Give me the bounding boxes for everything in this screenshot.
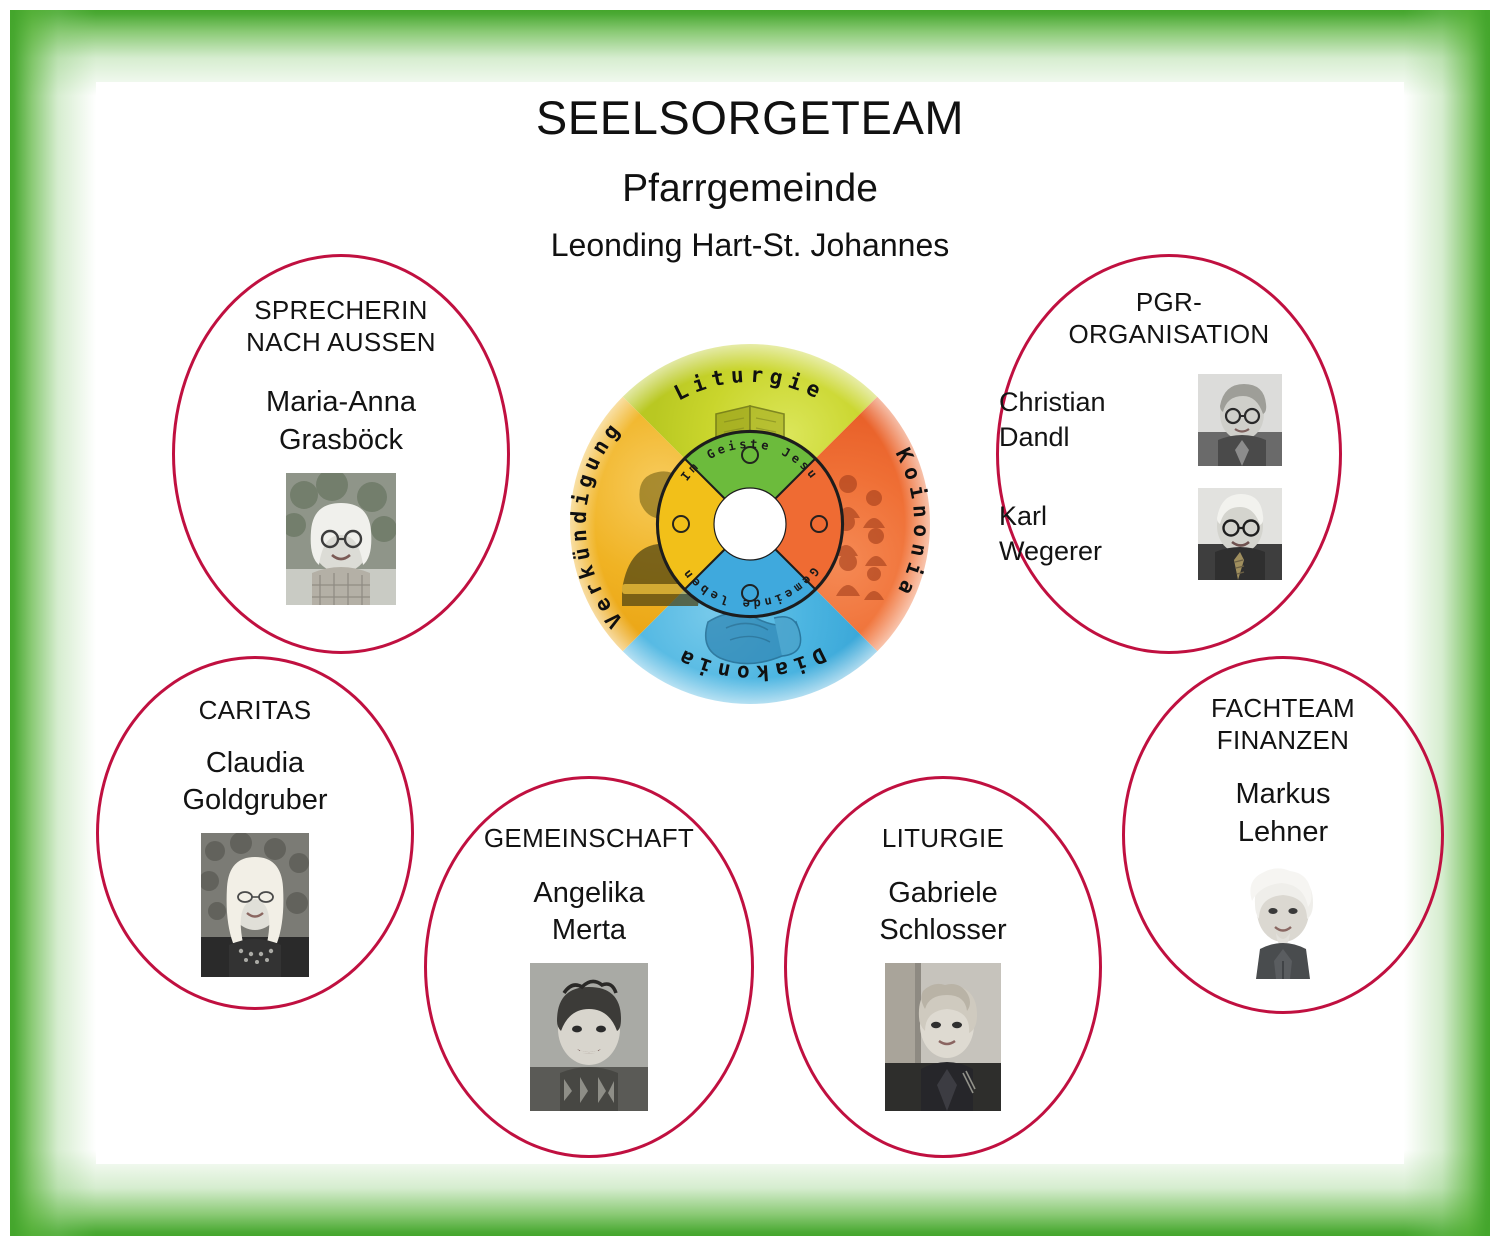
page-title: SEELSORGETEAM xyxy=(535,91,965,144)
person-entry-christian-dandl: Christian Dandl xyxy=(999,374,1339,467)
bubble-gemeinschaft[interactable]: GEMEINSCHAFT Angelika Merta xyxy=(424,776,754,1158)
portrait-gabriele-schlosser xyxy=(885,962,1001,1111)
puzzle-ring xyxy=(657,431,843,617)
portrait-maria-anna-grasboeck xyxy=(286,472,396,605)
parish-mission-wheel: Liturgie Koinonia Diakonia Verkündigung … xyxy=(548,322,952,726)
person-name: Christian Dandl xyxy=(999,387,1106,453)
puzzle-piece-left xyxy=(657,457,752,591)
portrait-karl-wegerer xyxy=(1198,488,1282,581)
subtitle-parish: Pfarrgemeinde xyxy=(622,166,878,210)
role-label: PGR- ORGANISATION xyxy=(1068,287,1270,349)
poster-heading-block: SEELSORGETEAM Pfarrgemeinde Leonding Har… xyxy=(0,91,1500,264)
role-label: CARITAS xyxy=(198,695,312,725)
person-name: Angelika Merta xyxy=(533,876,645,946)
role-label: SPRECHERIN NACH AUSSEN xyxy=(246,295,436,357)
person-name: Karl Wegerer xyxy=(999,501,1103,567)
bubble-pgr-organisation[interactable]: PGR- ORGANISATION Christian Dandl xyxy=(996,254,1342,654)
person-name: Maria-Anna Grasböck xyxy=(266,386,416,456)
person-name: Markus Lehner xyxy=(1235,778,1331,848)
portrait-angelika-merta xyxy=(530,962,648,1111)
bubble-liturgie[interactable]: LITURGIE Gabriele Schlosser xyxy=(784,776,1102,1158)
person-entry-karl-wegerer: Karl Wegerer xyxy=(999,488,1339,581)
person-name: Gabriele Schlosser xyxy=(879,876,1007,946)
puzzle-piece-bottom xyxy=(683,522,817,617)
role-label: GEMEINSCHAFT xyxy=(483,823,695,853)
puzzle-knobs xyxy=(672,446,828,602)
bubble-fachteam-finanzen[interactable]: FACHTEAM FINANZEN Markus Lehner xyxy=(1122,656,1444,1014)
puzzle-piece-top xyxy=(683,431,817,526)
subtitle-parish-location: Leonding Hart-St. Johannes xyxy=(550,227,950,264)
portrait-markus-lehner xyxy=(1230,858,1336,979)
wheel-center-hole xyxy=(713,487,787,561)
role-label: LITURGIE xyxy=(881,823,1005,853)
puzzle-piece-right xyxy=(748,457,843,591)
portrait-claudia-goldgruber xyxy=(201,832,309,977)
portrait-christian-dandl xyxy=(1198,374,1282,467)
bubble-sprecherin-nach-aussen[interactable]: SPRECHERIN NACH AUSSEN Maria-Anna Grasbö… xyxy=(172,254,510,654)
role-label: FACHTEAM FINANZEN xyxy=(1211,693,1355,755)
bubble-caritas[interactable]: CARITAS Claudia Goldgruber xyxy=(96,656,414,1010)
person-name: Claudia Goldgruber xyxy=(182,746,328,816)
